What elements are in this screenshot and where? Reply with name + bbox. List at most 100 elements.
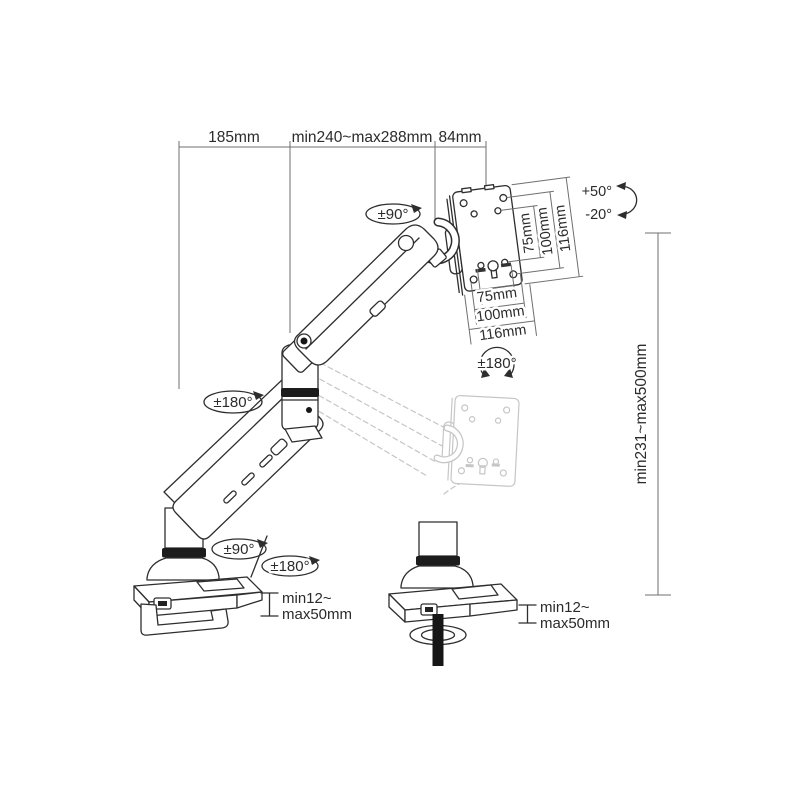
base-rotation-arc	[261, 555, 319, 577]
wrist-swivel-label: ±90°	[378, 206, 409, 223]
vesa-vertical-dimensions: 75mm 100mm 116mm	[500, 176, 584, 285]
usb-port-slot	[425, 607, 433, 612]
ghost-slot	[465, 463, 474, 468]
upper-arm-slot	[369, 300, 386, 317]
vesa-h75-bracket	[476, 264, 517, 305]
lower-arm-slot	[223, 490, 237, 504]
height-dimension-line	[645, 232, 671, 596]
vesa-plate-notch	[483, 183, 495, 191]
clamp-thickness-label-line1: min12~	[282, 590, 332, 607]
wrist-pivot-hole	[397, 234, 415, 252]
rotation-annotations: ±90° ±180° ±180° ±90° ±180°	[203, 203, 519, 578]
base-rotation-label: ±180°	[270, 558, 309, 575]
clamp-dome	[146, 557, 220, 581]
elbow-pivot-screw	[296, 333, 312, 349]
plate-rotation-arrow-icon	[481, 368, 490, 378]
grommet-thickness-dimension: min12~ max50mm	[518, 599, 610, 632]
upper-arm-ridge	[305, 237, 420, 350]
dim-label-arm-reach: min240~max288mm	[292, 129, 433, 146]
elbow-swivel-arrow-icon	[253, 391, 264, 400]
vesa-h100-bracket	[470, 273, 527, 325]
vesa-keyhole	[487, 260, 499, 272]
ghost-hole	[461, 404, 469, 412]
base-rotation-arrow-icon	[309, 556, 320, 565]
plate-rotation-label: ±180°	[477, 355, 516, 372]
vesa-v100-bracket	[506, 190, 564, 275]
ghost-arm-position	[289, 358, 520, 495]
grommet-riser-column	[418, 521, 458, 557]
grommet-thickness-label-line2: max50mm	[540, 615, 610, 632]
height-dimension: min231~max500mm	[633, 232, 671, 596]
vesa-plate-notch	[461, 186, 472, 194]
ghost-hole	[466, 456, 474, 464]
tilt-arc	[619, 185, 638, 216]
upper-arm	[293, 224, 439, 366]
grommet-dome	[400, 565, 474, 589]
vesa-v75-bracket	[500, 205, 545, 263]
dim-label-base-to-elbow: 185mm	[208, 129, 260, 146]
elbow-screw-dot	[306, 407, 312, 413]
clamp-jaw	[140, 603, 229, 636]
lower-arm-slot	[241, 472, 255, 486]
grommet-right-face	[469, 599, 518, 617]
lower-arm-notch	[270, 438, 288, 456]
vesa-slot	[500, 262, 512, 268]
tilt-arrow-down-icon	[617, 211, 627, 219]
vesa-plate-assembly: 75mm 100mm 116mm 75mm 100mm 116mm	[444, 176, 584, 347]
ghost-hole	[499, 469, 507, 477]
ghost-hole	[494, 417, 502, 424]
elbow-ring	[281, 388, 319, 397]
tilt-arrow-up-icon	[616, 182, 626, 190]
base-swivel-label: ±90°	[224, 541, 255, 558]
base-swivel-arc	[211, 538, 267, 560]
tilt-up-label: +50°	[582, 184, 612, 200]
ghost-wrist-hook-inner	[434, 425, 463, 462]
plate-rotation-arc	[479, 346, 515, 375]
lower-arm-slot	[259, 454, 273, 468]
vesa-v116-bracket	[511, 176, 584, 285]
elbow-swivel-arc	[203, 390, 263, 414]
vesa-horizontal-116-label: 116mm	[478, 322, 527, 344]
plate-rotation-arrow-icon	[504, 368, 513, 378]
vesa-hole-75	[470, 210, 478, 218]
vesa-keyhole-stem	[490, 268, 498, 279]
wrist-swivel-arc	[365, 203, 421, 225]
clamp-plate-inset	[196, 578, 245, 592]
base-swivel-arrow-icon	[257, 539, 268, 548]
grommet-thickness-label-line1: min12~	[540, 599, 590, 616]
top-dimension: 185mm min240~max288mm 84mm	[178, 129, 487, 389]
grommet-plate-inset	[451, 584, 499, 600]
top-dimension-ticks	[178, 141, 487, 153]
upper-arm-beam	[293, 224, 439, 366]
grommet-base	[388, 521, 518, 666]
dim-label-vesa-offset: 84mm	[438, 129, 481, 146]
ghost-hole	[468, 416, 476, 423]
grommet-threaded-rod	[432, 614, 444, 666]
ghost-plate-edge	[447, 397, 453, 481]
tilt-annotation: +50° -20°	[582, 182, 638, 223]
wrist-swivel-arrow-icon	[411, 204, 422, 213]
top-extension-lines	[178, 153, 487, 389]
vesa-hole-100	[459, 199, 468, 208]
elbow-swivel-label: ±180°	[213, 394, 252, 411]
ghost-vesa-plate	[441, 394, 520, 487]
ghost-keyhole	[477, 457, 488, 468]
ghost-keyhole-stem	[479, 465, 486, 475]
clamp-thickness-ibeam	[260, 592, 279, 617]
grommet-thickness-ibeam	[518, 604, 537, 624]
ghost-hole	[457, 467, 466, 475]
clamp-right-face	[236, 591, 263, 609]
ghost-slot	[491, 463, 500, 467]
vesa-hole-100	[469, 275, 478, 284]
vesa-h116-bracket	[464, 284, 538, 345]
elbow-pivot-screw-dot	[300, 337, 308, 345]
dim-label-height-range: min231~max500mm	[633, 344, 650, 485]
elbow-foot	[284, 425, 323, 443]
clamp-thickness-dimension: min12~ max50mm	[260, 590, 352, 623]
clamp-thickness-label-line2: max50mm	[282, 606, 352, 623]
ghost-plate-face	[450, 394, 520, 487]
ghost-hole	[503, 406, 511, 414]
rotation-slash	[250, 535, 268, 578]
